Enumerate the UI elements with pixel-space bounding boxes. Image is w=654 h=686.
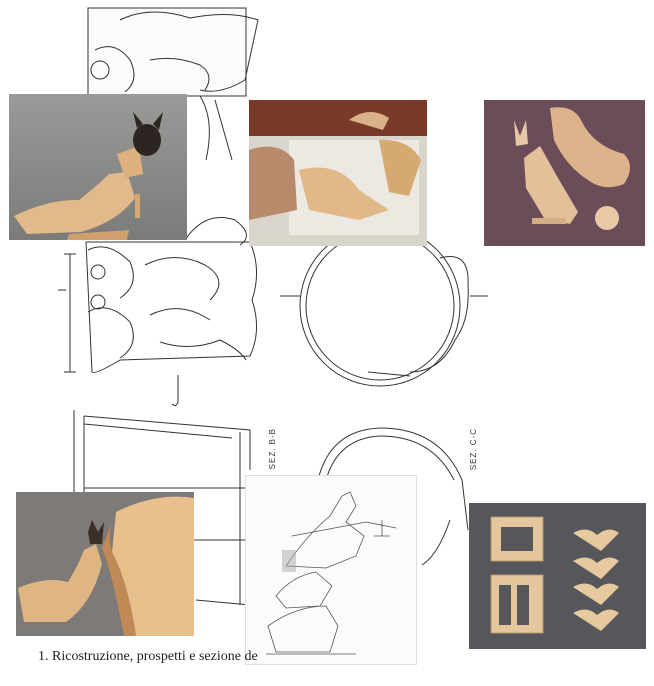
photo-wooden-figure-grey — [9, 94, 187, 240]
photo-figure-drawing-sheet — [246, 476, 416, 664]
section-label-cc: SEZ. C-C — [469, 428, 478, 471]
photo-frames-and-corbels — [469, 503, 646, 649]
arch-section-drawing — [317, 427, 469, 566]
figure-caption: 1. Ricostruzione, prospetti e sezione de — [38, 649, 258, 664]
photo-pieces-purple — [484, 100, 645, 246]
capital-elevation-drawing — [64, 217, 257, 407]
photo-hands-assembling — [249, 100, 427, 246]
section-label-bb: SEZ. B-B — [268, 428, 277, 470]
photo-figure-curved-panel — [16, 492, 194, 636]
